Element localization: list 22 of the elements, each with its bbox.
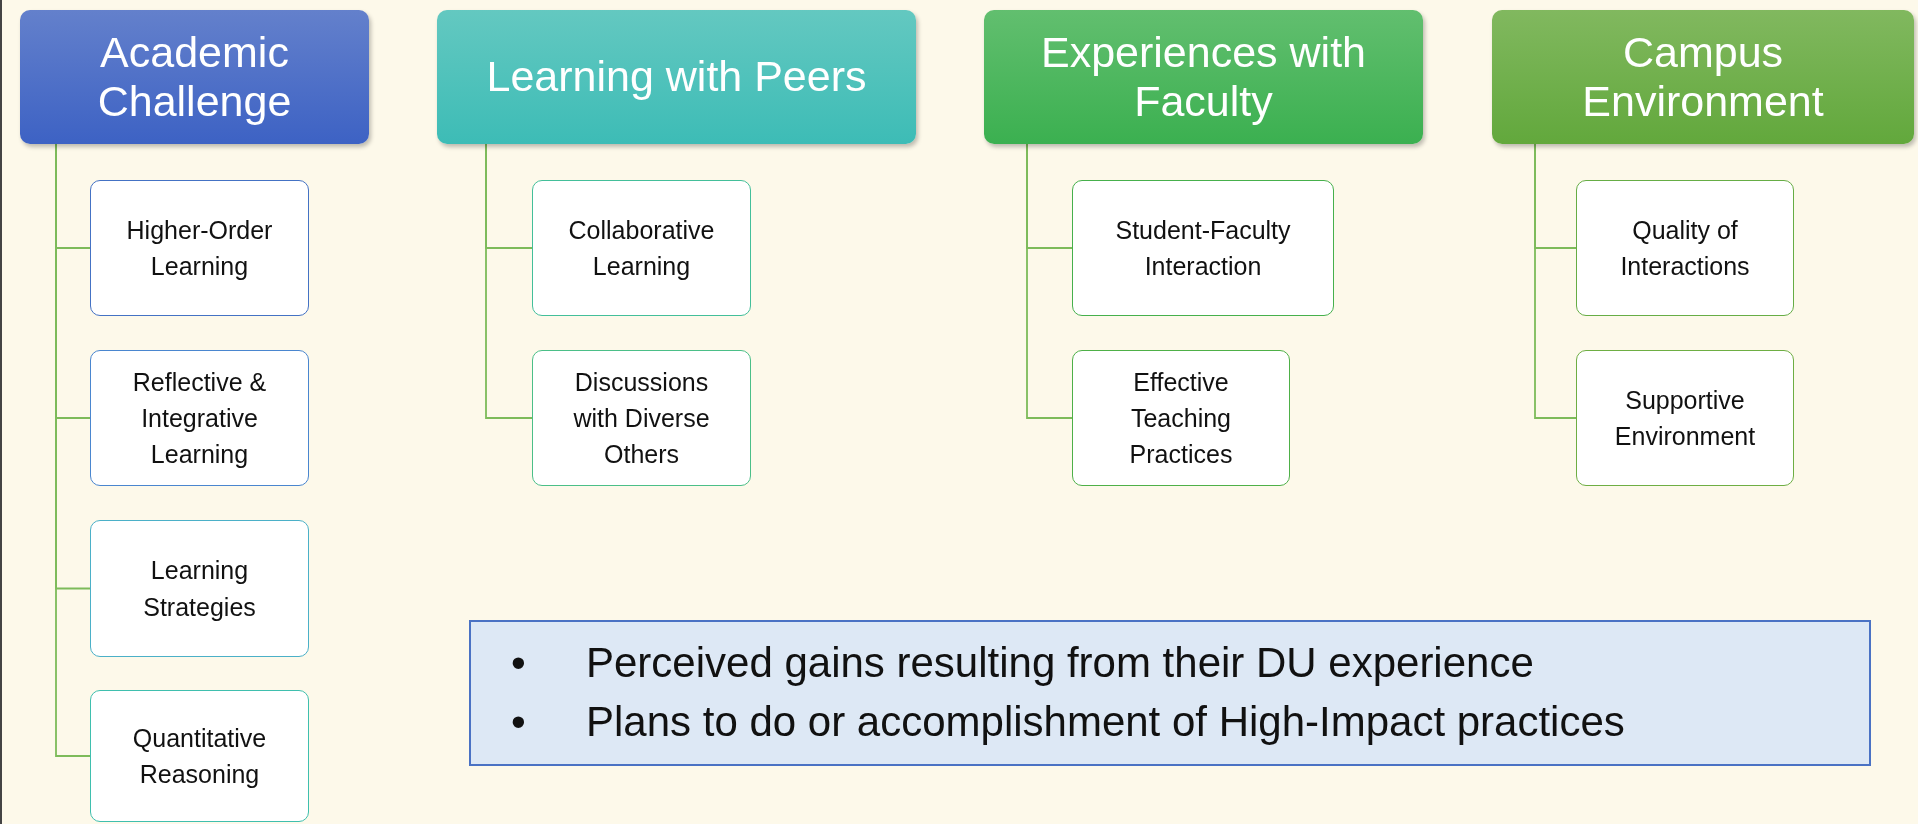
subcategory-box: Effective Teaching Practices: [1072, 350, 1290, 486]
note-panel: [469, 620, 1871, 766]
connector-line: [485, 143, 533, 419]
subcategory-box: Learning Strategies: [90, 520, 309, 657]
subcategory-box: Higher-Order Learning: [90, 180, 309, 316]
category-header: Academic Challenge: [20, 10, 369, 144]
bullet-mark: •: [511, 638, 527, 689]
category-header: Experiences with Faculty: [984, 10, 1423, 144]
category-header: Learning with Peers: [437, 10, 916, 144]
subcategory-box: Student-Faculty Interaction: [1072, 180, 1334, 316]
connector-line: [1026, 143, 1073, 419]
subcategory-box: Discussions with Diverse Others: [532, 350, 751, 486]
connector-line: [1534, 143, 1577, 419]
category-header: Campus Environment: [1492, 10, 1914, 144]
bullet-text: Plans to do or accomplishment of High-Impact practices: [586, 697, 1625, 747]
bullet-text: Perceived gains resulting from their DU experience: [586, 638, 1534, 689]
subcategory-box: Collaborative Learning: [532, 180, 751, 316]
subcategory-box: Reflective & Integrative Learning: [90, 350, 309, 486]
subcategory-box: Quality of Interactions: [1576, 180, 1794, 316]
subcategory-box: Quantitative Reasoning: [90, 690, 309, 822]
subcategory-box: Supportive Environment: [1576, 350, 1794, 486]
bullet-mark: •: [511, 697, 527, 747]
